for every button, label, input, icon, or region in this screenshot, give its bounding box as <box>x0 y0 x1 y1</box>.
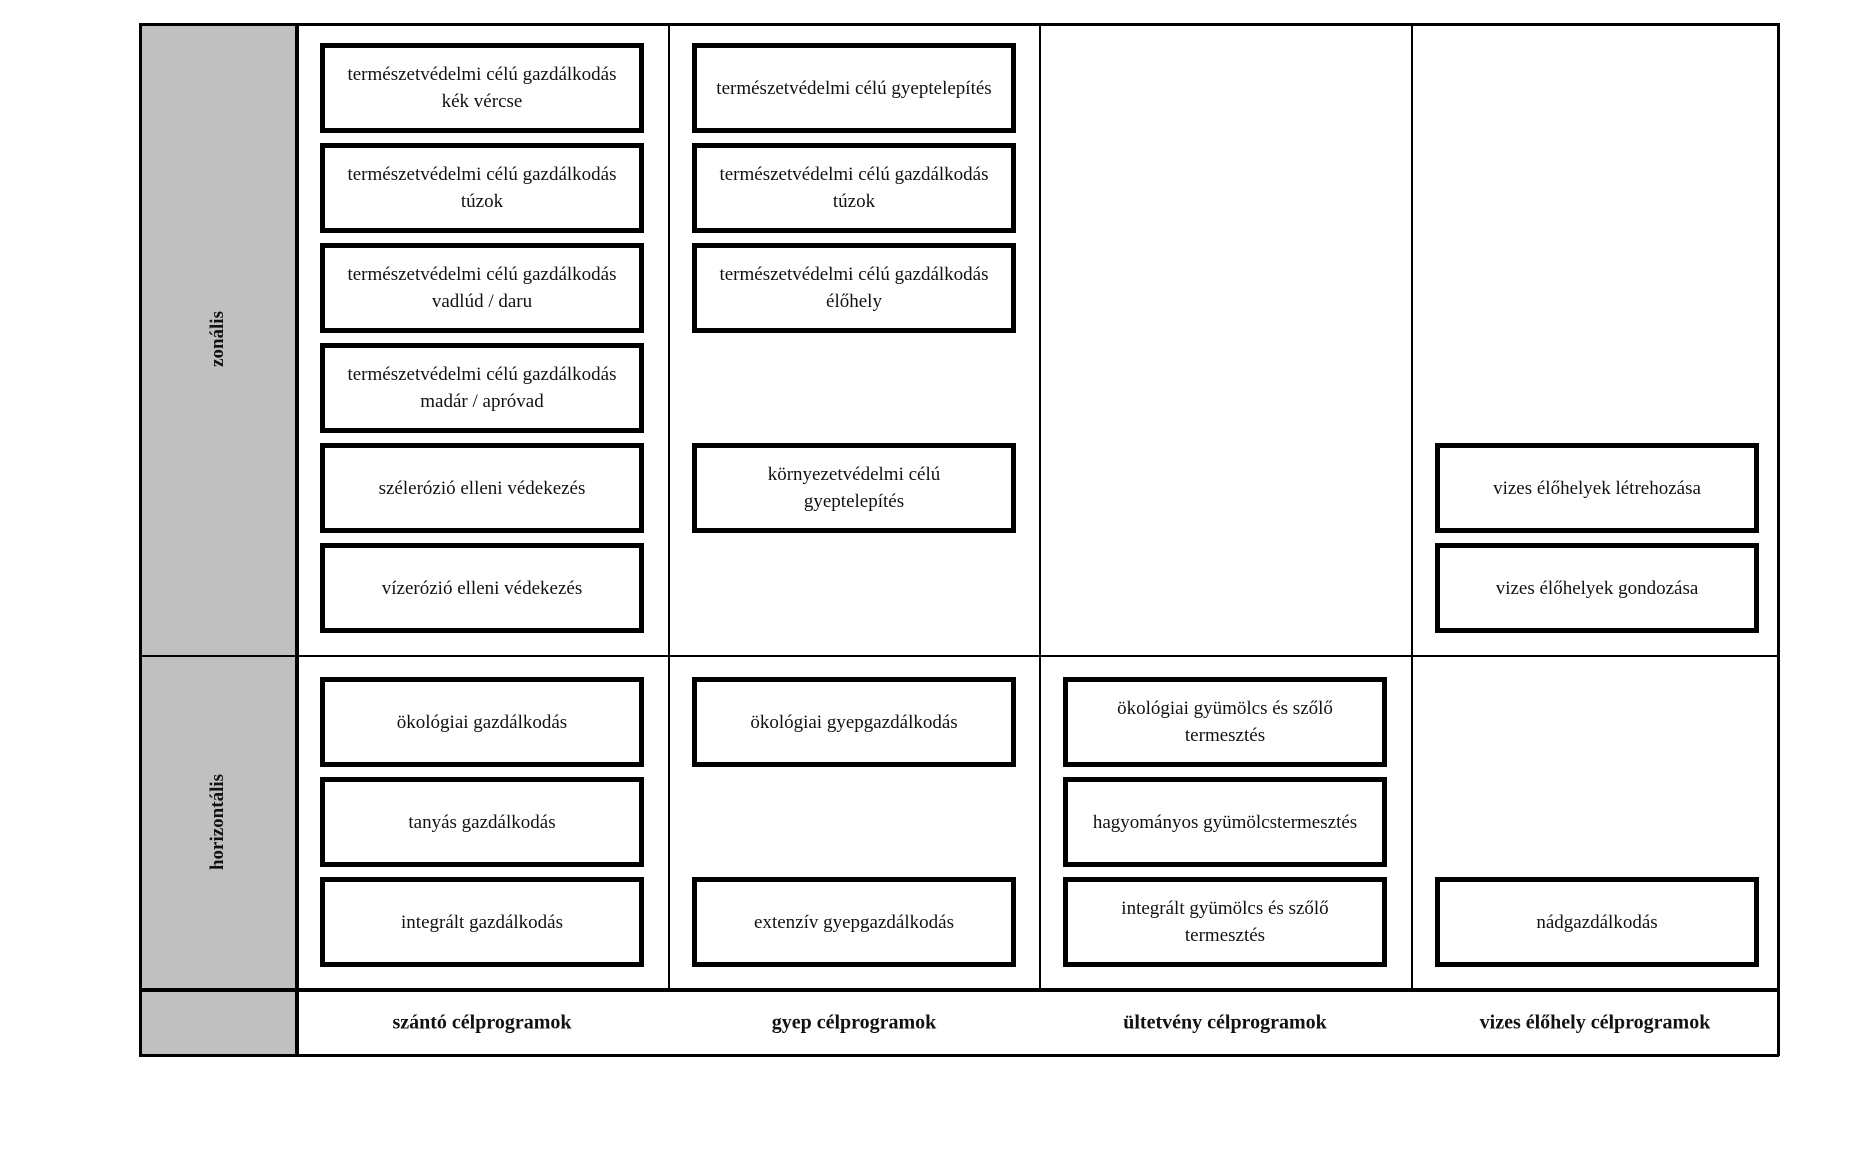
program-box-label: természetvédelmi célú gazdálkodás túzok <box>719 164 989 212</box>
grid-column-divider-2 <box>1039 23 1041 990</box>
program-box-label: természetvédelmi célú gazdálkodás vadlúd… <box>347 264 617 312</box>
program-box: ökológiai gyümölcs és szőlő termesztés <box>1063 677 1387 767</box>
grid-top-border <box>139 23 1779 26</box>
program-box: tanyás gazdálkodás <box>320 777 644 867</box>
program-box-label: természetvédelmi célú gazdálkodás madár … <box>347 364 617 412</box>
program-box-label: ökológiai gazdálkodás <box>396 711 568 733</box>
column-label-ultetveny: ültetvény célprogramok <box>1123 1011 1327 1034</box>
program-box-label: integrált gazdálkodás <box>401 911 563 933</box>
column-label-szanto: szántó célprogramok <box>392 1011 572 1034</box>
program-box-label: integrált gyümölcs és szőlő termesztés <box>1121 898 1329 946</box>
program-box: nádgazdálkodás <box>1435 877 1759 967</box>
program-box-label: környezetvédelmi célú gyeptelepítés <box>767 464 941 512</box>
program-box: integrált gazdálkodás <box>320 877 644 967</box>
grid-header-column-divider <box>295 23 299 1056</box>
program-box: hagyományos gyümölcstermesztés <box>1063 777 1387 867</box>
program-box-label: természetvédelmi célú gyeptelepítés <box>716 77 992 99</box>
grid-column-divider-1 <box>668 23 670 990</box>
column-label-gyep: gyep célprogramok <box>771 1011 937 1034</box>
row-header-horizontalis-bg <box>139 655 296 990</box>
program-box-label: szélerózió elleni védekezés <box>378 477 586 499</box>
program-box-label: természetvédelmi célú gazdálkodás túzok <box>347 164 617 212</box>
grid-left-border <box>139 23 142 1056</box>
program-box-label: hagyományos gyümölcstermesztés <box>1092 811 1358 833</box>
program-box: természetvédelmi célú gazdálkodás vadlúd… <box>320 243 644 333</box>
program-box-label: tanyás gazdálkodás <box>408 811 556 833</box>
row-label-horizontalis: horizontális <box>207 773 228 871</box>
program-box: természetvédelmi célú gazdálkodás élőhel… <box>692 243 1016 333</box>
program-box-label: ökológiai gyepgazdálkodás <box>750 711 958 733</box>
grid-row-divider <box>139 655 1779 657</box>
program-box: természetvédelmi célú gyeptelepítés <box>692 43 1016 133</box>
program-box: természetvédelmi célú gazdálkodás túzok <box>692 143 1016 233</box>
program-box-label: természetvédelmi célú gazdálkodás élőhel… <box>719 264 989 312</box>
program-box: ökológiai gazdálkodás <box>320 677 644 767</box>
program-box-label: természetvédelmi célú gazdálkodás kék vé… <box>347 64 617 112</box>
program-box-label: vizes élőhelyek gondozása <box>1495 577 1699 599</box>
column-label-vizes: vizes élőhely célprogramok <box>1479 1011 1711 1034</box>
program-box: integrált gyümölcs és szőlő termesztés <box>1063 877 1387 967</box>
program-box: környezetvédelmi célú gyeptelepítés <box>692 443 1016 533</box>
grid-footer-divider <box>139 988 1779 992</box>
program-box-label: extenzív gyepgazdálkodás <box>754 911 954 933</box>
program-box: vizes élőhelyek létrehozása <box>1435 443 1759 533</box>
corner-cell-bg <box>139 989 296 1056</box>
program-box: extenzív gyepgazdálkodás <box>692 877 1016 967</box>
program-box-label: nádgazdálkodás <box>1536 911 1658 933</box>
program-box: természetvédelmi célú gazdálkodás túzok <box>320 143 644 233</box>
grid-bottom-border <box>139 1054 1779 1057</box>
grid-right-border <box>1777 23 1780 1056</box>
program-box: vízerózió elleni védekezés <box>320 543 644 633</box>
program-box-label: vizes élőhelyek létrehozása <box>1493 477 1701 499</box>
program-box: szélerózió elleni védekezés <box>320 443 644 533</box>
grid-column-divider-3 <box>1411 23 1413 990</box>
program-box: vizes élőhelyek gondozása <box>1435 543 1759 633</box>
program-box-label: vízerózió elleni védekezés <box>381 577 583 599</box>
program-box-label: ökológiai gyümölcs és szőlő termesztés <box>1117 698 1333 746</box>
program-box: ökológiai gyepgazdálkodás <box>692 677 1016 767</box>
program-box: természetvédelmi célú gazdálkodás kék vé… <box>320 43 644 133</box>
row-header-zonalis-bg <box>139 23 296 655</box>
row-label-zonalis: zonális <box>207 311 228 367</box>
program-box: természetvédelmi célú gazdálkodás madár … <box>320 343 644 433</box>
